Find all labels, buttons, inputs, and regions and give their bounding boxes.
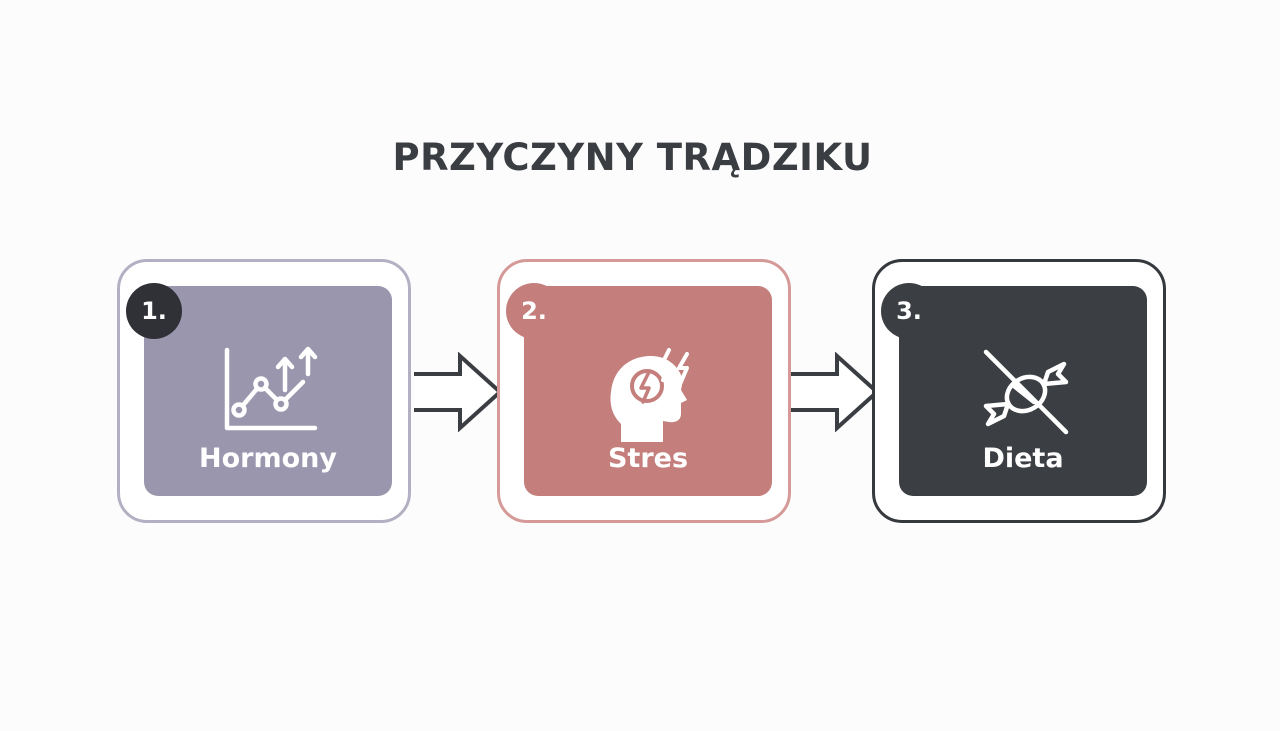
step-label: Stres [607, 443, 689, 474]
arrow-right-icon [414, 352, 503, 432]
hormone-chart-icon [224, 346, 318, 431]
diagram-title: PRZYCZYNY TRĄDZIKU [392, 136, 873, 179]
step-tile: Dieta [899, 286, 1147, 496]
stressed-head-icon [610, 348, 689, 442]
step-label: Hormony [199, 443, 337, 474]
step-hormones: Hormony 1. [117, 259, 411, 523]
step-number-badge: 2. [506, 283, 562, 339]
step-label: Dieta [982, 443, 1064, 474]
step-tile: Hormony [144, 286, 392, 496]
arrow-right-icon [791, 352, 880, 432]
step-number-badge: 3. [881, 283, 937, 339]
step-number-badge: 1. [126, 283, 182, 339]
no-sweets-icon [983, 349, 1069, 435]
step-tile: Stres [524, 286, 772, 496]
step-diet: Dieta 3. [872, 259, 1166, 523]
step-stress: Stres 2. [497, 259, 791, 523]
